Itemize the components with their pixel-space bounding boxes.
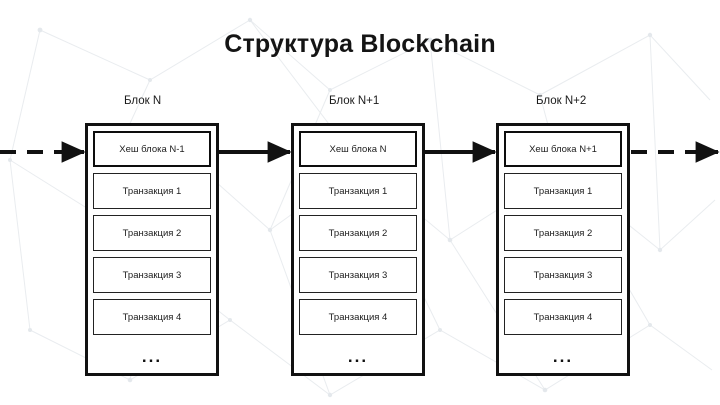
- transaction-row[interactable]: Транзакция 4: [299, 299, 417, 335]
- transaction-row[interactable]: Транзакция 1: [504, 173, 622, 209]
- block-label-2: Блок N+2: [536, 95, 587, 107]
- hash-row[interactable]: Хеш блока N: [299, 131, 417, 167]
- block-label-1: Блок N+1: [329, 95, 380, 107]
- page-title: Структура Blockchain: [224, 30, 496, 58]
- block-n[interactable]: Хеш блока N-1 Транзакция 1 Транзакция 2 …: [85, 123, 219, 376]
- more-transactions-ellipsis: ...: [347, 346, 369, 366]
- transaction-row[interactable]: Транзакция 2: [93, 215, 211, 251]
- hash-row[interactable]: Хеш блока N+1: [504, 131, 622, 167]
- transaction-row[interactable]: Транзакция 3: [93, 257, 211, 293]
- block-label-0: Блок N: [124, 95, 162, 107]
- transaction-row[interactable]: Транзакция 3: [299, 257, 417, 293]
- block-n-plus-2[interactable]: Хеш блока N+1 Транзакция 1 Транзакция 2 …: [496, 123, 630, 376]
- transaction-row[interactable]: Транзакция 2: [504, 215, 622, 251]
- block-n-plus-1[interactable]: Хеш блока N Транзакция 1 Транзакция 2 Тр…: [291, 123, 425, 376]
- transaction-row[interactable]: Транзакция 2: [299, 215, 417, 251]
- hash-row[interactable]: Хеш блока N-1: [93, 131, 211, 167]
- more-transactions-ellipsis: ...: [552, 346, 574, 366]
- transaction-row[interactable]: Транзакция 3: [504, 257, 622, 293]
- more-transactions-ellipsis: ...: [141, 346, 163, 366]
- transaction-row[interactable]: Транзакция 4: [504, 299, 622, 335]
- transaction-row[interactable]: Транзакция 4: [93, 299, 211, 335]
- transaction-row[interactable]: Транзакция 1: [93, 173, 211, 209]
- transaction-row[interactable]: Транзакция 1: [299, 173, 417, 209]
